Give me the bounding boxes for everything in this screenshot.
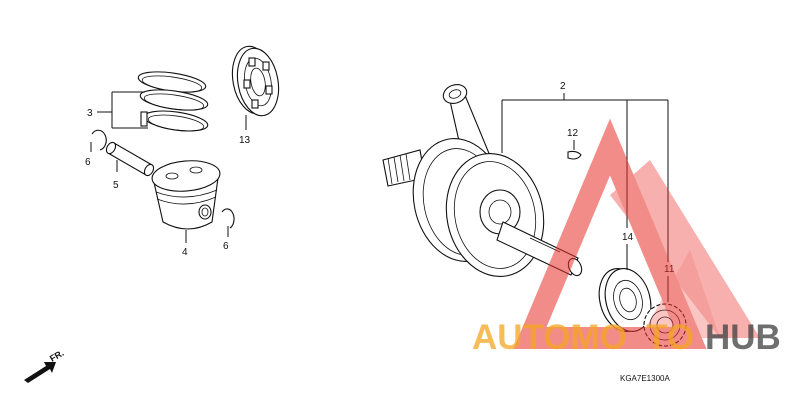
svg-text:4: 4 xyxy=(182,247,188,258)
front-direction-marker: FR. xyxy=(24,348,66,383)
piston-pin-clip-lower xyxy=(221,208,235,229)
bearing xyxy=(231,45,280,117)
svg-text:13: 13 xyxy=(239,135,251,146)
part-label-3: 3 xyxy=(87,91,148,129)
svg-text:HUB: HUB xyxy=(705,318,781,357)
watermark-logo xyxy=(513,118,760,349)
watermark-text: AUTOMO TO HUB xyxy=(472,318,781,357)
svg-text:14: 14 xyxy=(622,232,634,243)
svg-text:FR.: FR. xyxy=(48,348,66,364)
crankshaft-assembly xyxy=(382,84,583,278)
diagram-code: KGA7E1300A xyxy=(620,374,670,383)
piston-rings xyxy=(137,71,209,132)
piston-pin-clip-upper xyxy=(91,129,107,151)
svg-text:6: 6 xyxy=(85,157,91,168)
part-label-4: 4 xyxy=(182,230,188,258)
svg-text:5: 5 xyxy=(113,180,119,191)
piston xyxy=(151,160,221,230)
part-label-12: 12 xyxy=(567,128,579,150)
part-label-5: 5 xyxy=(113,160,119,191)
part-label-6-lower: 6 xyxy=(223,226,229,252)
svg-text:TO: TO xyxy=(646,318,694,357)
svg-text:12: 12 xyxy=(567,128,579,139)
part-label-14: 14 xyxy=(622,232,634,270)
woodruff-key xyxy=(567,150,582,160)
part-label-13: 13 xyxy=(239,115,251,146)
svg-text:6: 6 xyxy=(223,241,229,252)
piston-pin xyxy=(105,141,155,177)
svg-text:AUTOMO: AUTOMO xyxy=(472,318,627,357)
svg-text:2: 2 xyxy=(560,81,566,92)
svg-text:3: 3 xyxy=(87,108,93,119)
part-label-6-upper: 6 xyxy=(85,142,92,168)
crank-bearing xyxy=(598,268,652,332)
